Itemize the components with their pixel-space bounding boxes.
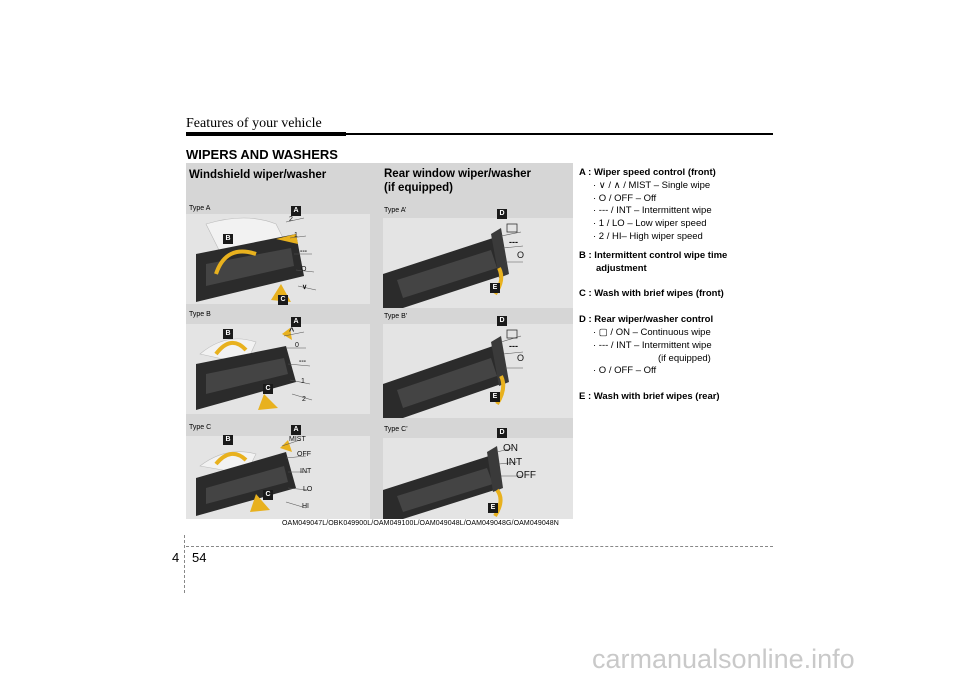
type-a-prime-lever-label: O: [517, 250, 525, 260]
type-b-lever-label: ^: [289, 326, 295, 336]
legend-c-title: C : Wash with brief wipes (front): [579, 288, 724, 300]
type-a-lever-label: 1: [294, 232, 298, 239]
legend-d-item: · ▢ / ON – Continuous wipe: [593, 326, 711, 338]
type-b-lever-label: ---: [299, 358, 306, 365]
badge-b: B: [223, 435, 233, 445]
legend-b-title: B : Intermittent control wipe time: [579, 249, 728, 261]
rear-title-line2: (if equipped): [384, 182, 453, 194]
badge-e: E: [490, 283, 500, 293]
type-a-prime-label: Type A’: [384, 207, 407, 214]
badge-d: D: [497, 316, 507, 326]
badge-e: E: [488, 503, 498, 513]
badge-b: B: [223, 329, 233, 339]
type-a-figure: [186, 214, 370, 304]
footer-rule: [186, 546, 773, 547]
legend-a-item: · --- / INT – Intermittent wipe: [593, 205, 712, 217]
badge-c: C: [278, 295, 288, 305]
legend-a-item: · ∨ / ∧ / MIST – Single wipe: [593, 179, 711, 191]
type-c-prime-lever-label: INT: [506, 457, 523, 468]
type-b-label: Type B: [189, 311, 211, 318]
type-b-prime-label: Type B’: [384, 313, 408, 320]
type-a-prime-figure: [383, 218, 573, 308]
badge-b: B: [223, 234, 233, 244]
header-bar: [186, 132, 346, 136]
type-c-figure: [186, 436, 370, 519]
type-c-lever-label: LO: [303, 486, 313, 493]
type-c-lever-label: INT: [300, 468, 312, 475]
type-c-prime-figure: [383, 438, 573, 519]
legend-a-title: A : Wiper speed control (front): [579, 167, 716, 178]
type-c-lever-label: OFF: [297, 451, 311, 458]
legend-d-item: · O / OFF – Off: [593, 365, 657, 377]
legend-d-item: (if equipped): [658, 352, 711, 364]
image-code: OAM049047L/OBK049900L/OAM049100L/OAM0490…: [282, 520, 559, 527]
badge-a: A: [291, 206, 301, 216]
type-c-label: Type C: [189, 424, 212, 431]
badge-d: D: [497, 428, 507, 438]
type-b-prime-lever-label: O: [517, 353, 525, 363]
badge-a: A: [291, 425, 301, 435]
running-header: Features of your vehicle: [186, 116, 322, 131]
type-c-prime-label: Type C’: [384, 426, 408, 433]
type-a-lever-label: ---: [300, 248, 307, 255]
legend-d-item: · --- / INT – Intermittent wipe: [593, 339, 712, 351]
legend-e-title: E : Wash with brief wipes (rear): [579, 391, 720, 403]
section-number: 4: [172, 550, 180, 565]
legend-b-title-cont: adjustment: [596, 262, 647, 274]
type-c-prime-lever-label: ON: [503, 443, 518, 454]
badge-d: D: [497, 209, 507, 219]
type-a-lever-label: O: [301, 266, 307, 273]
windshield-title: Windshield wiper/washer: [189, 169, 327, 181]
type-a-prime-lever-label: ---: [509, 237, 518, 247]
type-c-lever-label: HI: [302, 503, 309, 510]
legend-d-title: D : Rear wiper/washer control: [579, 314, 714, 326]
rear-title-line1: Rear window wiper/washer: [384, 168, 531, 180]
type-b-prime-lever-label: ---: [509, 341, 518, 351]
badge-c: C: [263, 384, 273, 394]
legend: A : Wiper speed control (front) · ∨ / ∧ …: [579, 167, 774, 404]
header-rule: [186, 133, 773, 135]
type-c-prime-lever-label: OFF: [516, 470, 536, 481]
type-b-lever-label: 1: [301, 378, 305, 385]
watermark: carmanualsonline.info: [592, 644, 855, 674]
badge-c: C: [263, 490, 273, 500]
rear-title: Rear window wiper/washer (if equipped): [384, 167, 531, 195]
type-a-lever-label: 2: [289, 216, 293, 223]
legend-a-item: · 1 / LO – Low wiper speed: [593, 218, 707, 230]
legend-a-item: · 2 / HI– High wiper speed: [593, 230, 703, 242]
badge-a: A: [291, 317, 301, 327]
type-b-figure: [186, 324, 370, 414]
type-b-lever-label: 0: [295, 342, 299, 349]
page-title: WIPERS AND WASHERS: [186, 147, 338, 162]
type-b-lever-label: 2: [302, 396, 306, 403]
page-number: 54: [192, 550, 207, 565]
badge-e: E: [490, 392, 500, 402]
type-c-lever-label: MIST: [289, 436, 306, 443]
footer-divider: [184, 535, 185, 593]
type-b-prime-figure: [383, 324, 573, 418]
type-a-lever-label: ∨: [302, 284, 308, 291]
legend-a-item: · O / OFF – Off: [593, 192, 657, 204]
type-a-label: Type A: [189, 205, 211, 212]
